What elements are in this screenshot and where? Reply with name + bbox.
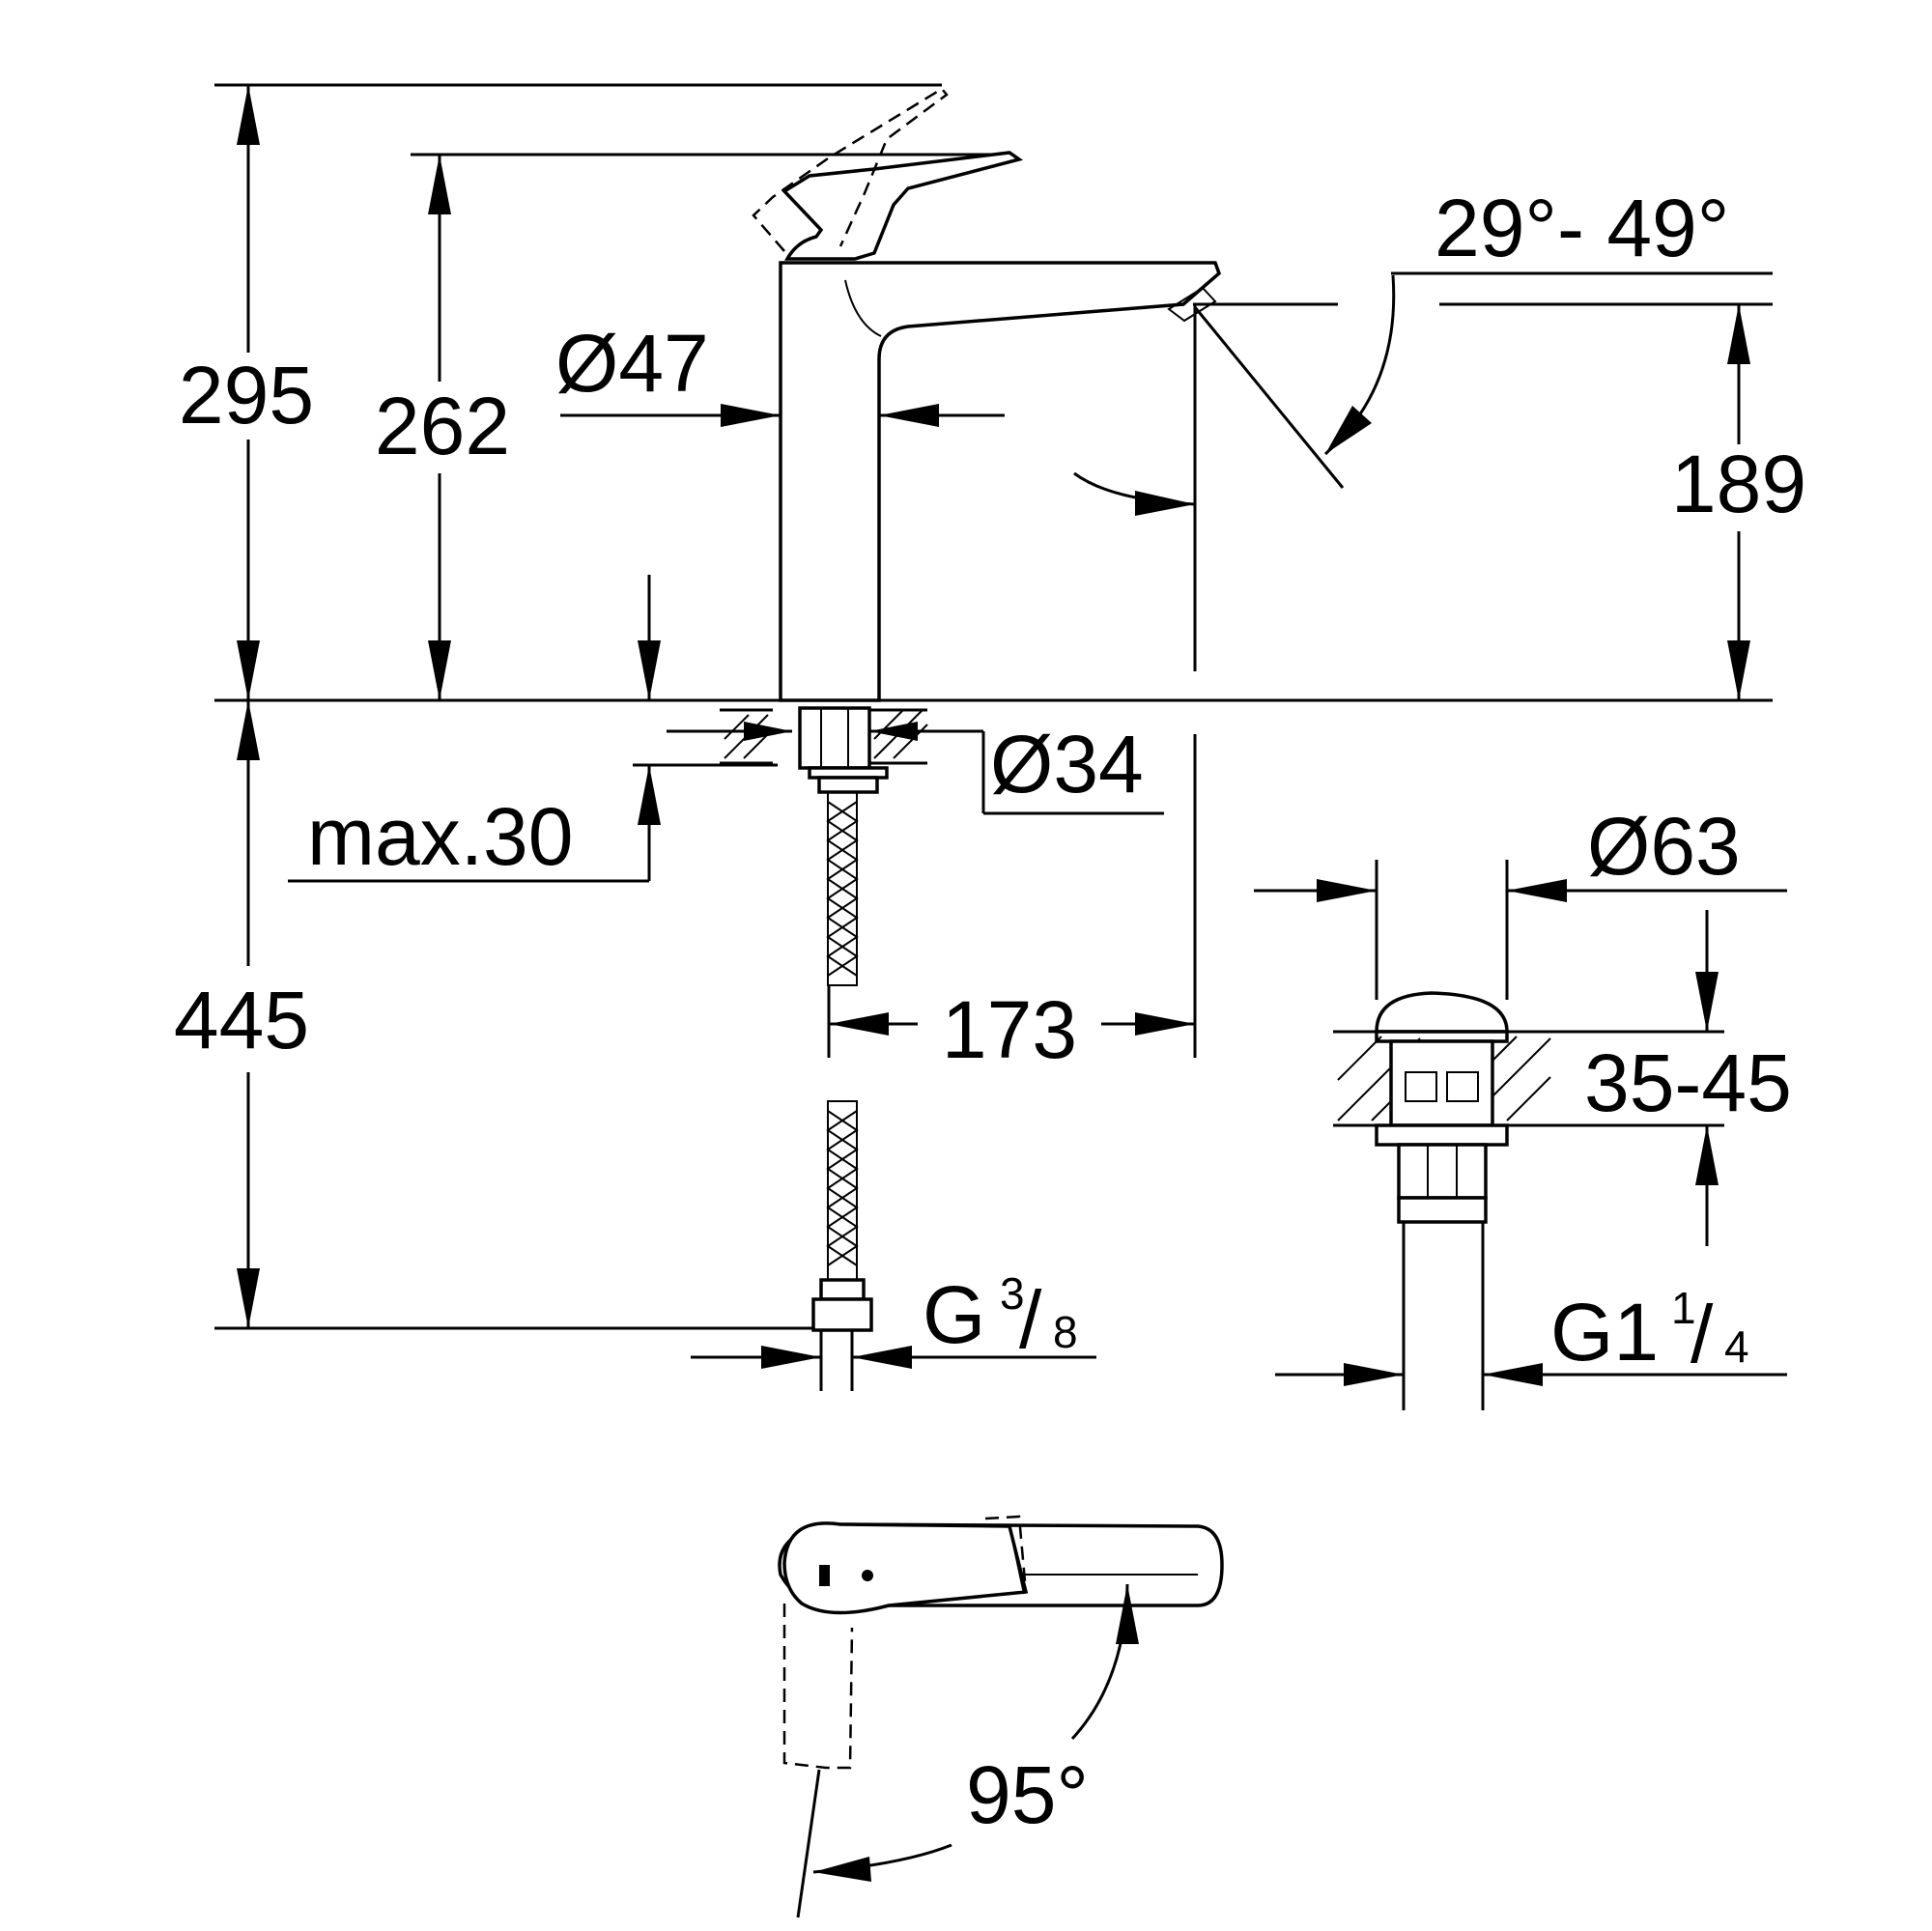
label-g38-numerator: 3 — [1000, 1268, 1025, 1319]
label-173: 173 — [942, 984, 1077, 1075]
dimension-max30-lines — [288, 575, 778, 883]
dimension-g38-lines — [691, 1346, 1096, 1369]
label-g114-numerator: 1 — [1671, 1283, 1696, 1333]
label-d34: Ø34 — [990, 719, 1144, 809]
faucet-side-view — [752, 87, 1222, 702]
dimension-35-45-lines — [1507, 910, 1724, 1246]
label-spout-angle: 29°- 49° — [1435, 183, 1729, 273]
label-g38-slash: / — [1019, 1274, 1042, 1365]
label-g114-denominator: 4 — [1724, 1321, 1749, 1372]
label-g38-denominator: 8 — [1053, 1307, 1078, 1357]
dimension-445-lines — [214, 700, 850, 1330]
waste-valve — [1333, 991, 1555, 1410]
label-445: 445 — [174, 975, 309, 1065]
dimension-d47-lines — [560, 404, 1005, 427]
label-g114-prefix: G1 — [1550, 1287, 1659, 1377]
label-d47: Ø47 — [555, 318, 709, 409]
dimension-d63-lines — [1254, 860, 1787, 1000]
dimension-295-lines — [214, 83, 942, 700]
dimension-262-lines — [411, 153, 1005, 700]
label-g114-slash: / — [1690, 1289, 1714, 1379]
label-189: 189 — [1671, 439, 1806, 529]
label-max30: max.30 — [307, 791, 573, 882]
label-d63: Ø63 — [1587, 801, 1741, 892]
dimension-d34-lines — [667, 722, 1164, 815]
label-g38-prefix: G — [923, 1269, 985, 1360]
label-95: 95° — [966, 1749, 1089, 1840]
label-262: 262 — [375, 381, 510, 471]
dimension-173-lines — [827, 734, 1197, 1058]
dimension-189-lines — [1193, 302, 1773, 700]
faucet-top-view — [778, 1515, 1224, 1918]
dimension-angle-lines — [1073, 271, 1773, 671]
mounting-section — [720, 706, 928, 1391]
label-35-45: 35-45 — [1584, 1037, 1792, 1128]
dimension-g114-lines — [1275, 1363, 1787, 1386]
label-295: 295 — [179, 350, 314, 440]
